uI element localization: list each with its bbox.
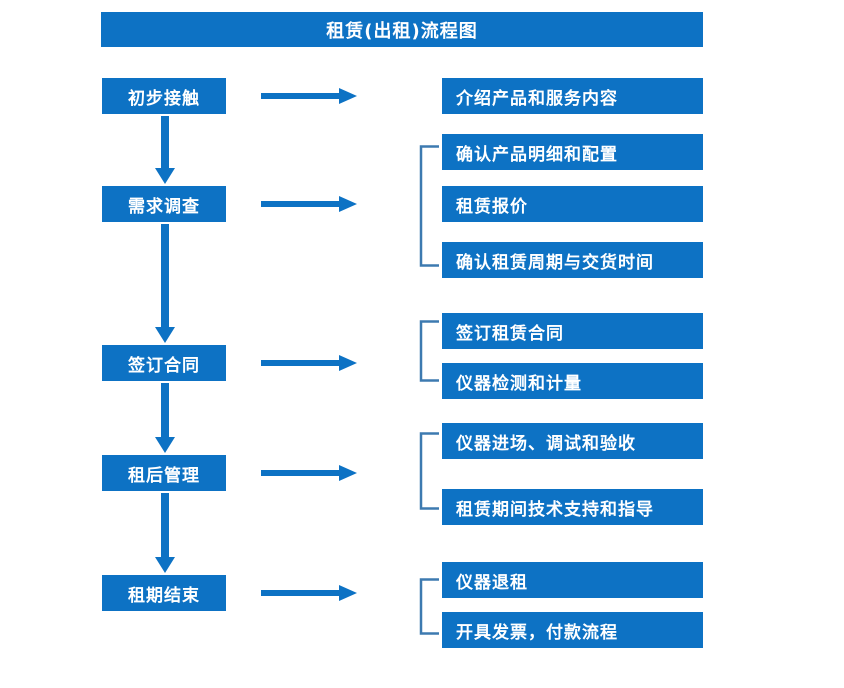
detail-box-2-1[interactable]: 确认产品明细和配置 (442, 134, 703, 170)
horizontal-arrow-5 (261, 585, 357, 601)
horizontal-arrow-1 (261, 88, 357, 104)
bracket-group-4 (419, 432, 439, 510)
page-title: 租赁(出租)流程图 (101, 12, 703, 47)
vertical-arrow-1 (153, 116, 177, 184)
vertical-arrow-3 (153, 383, 177, 453)
bracket-group-5 (419, 578, 439, 635)
bracket-group-3 (419, 320, 439, 382)
detail-box-4-2[interactable]: 租赁期间技术支持和指导 (442, 489, 703, 525)
bracket-group-2 (419, 145, 439, 267)
detail-box-1-1[interactable]: 介绍产品和服务内容 (442, 78, 703, 114)
stage-box-1[interactable]: 初步接触 (102, 78, 226, 114)
detail-box-4-1[interactable]: 仪器进场、调试和验收 (442, 423, 703, 459)
vertical-arrow-2 (153, 224, 177, 343)
detail-box-5-1[interactable]: 仪器退租 (442, 562, 703, 598)
detail-box-5-2[interactable]: 开具发票，付款流程 (442, 612, 703, 648)
horizontal-arrow-2 (261, 196, 357, 212)
vertical-arrow-4 (153, 493, 177, 573)
stage-box-2[interactable]: 需求调查 (102, 186, 226, 222)
detail-box-3-2[interactable]: 仪器检测和计量 (442, 363, 703, 399)
horizontal-arrow-4 (261, 465, 357, 481)
horizontal-arrow-3 (261, 355, 357, 371)
stage-box-3[interactable]: 签订合同 (102, 345, 226, 381)
detail-box-3-1[interactable]: 签订租赁合同 (442, 313, 703, 349)
stage-box-4[interactable]: 租后管理 (102, 455, 226, 491)
detail-box-2-3[interactable]: 确认租赁周期与交货时间 (442, 242, 703, 278)
detail-box-2-2[interactable]: 租赁报价 (442, 186, 703, 222)
stage-box-5[interactable]: 租期结束 (102, 575, 226, 611)
